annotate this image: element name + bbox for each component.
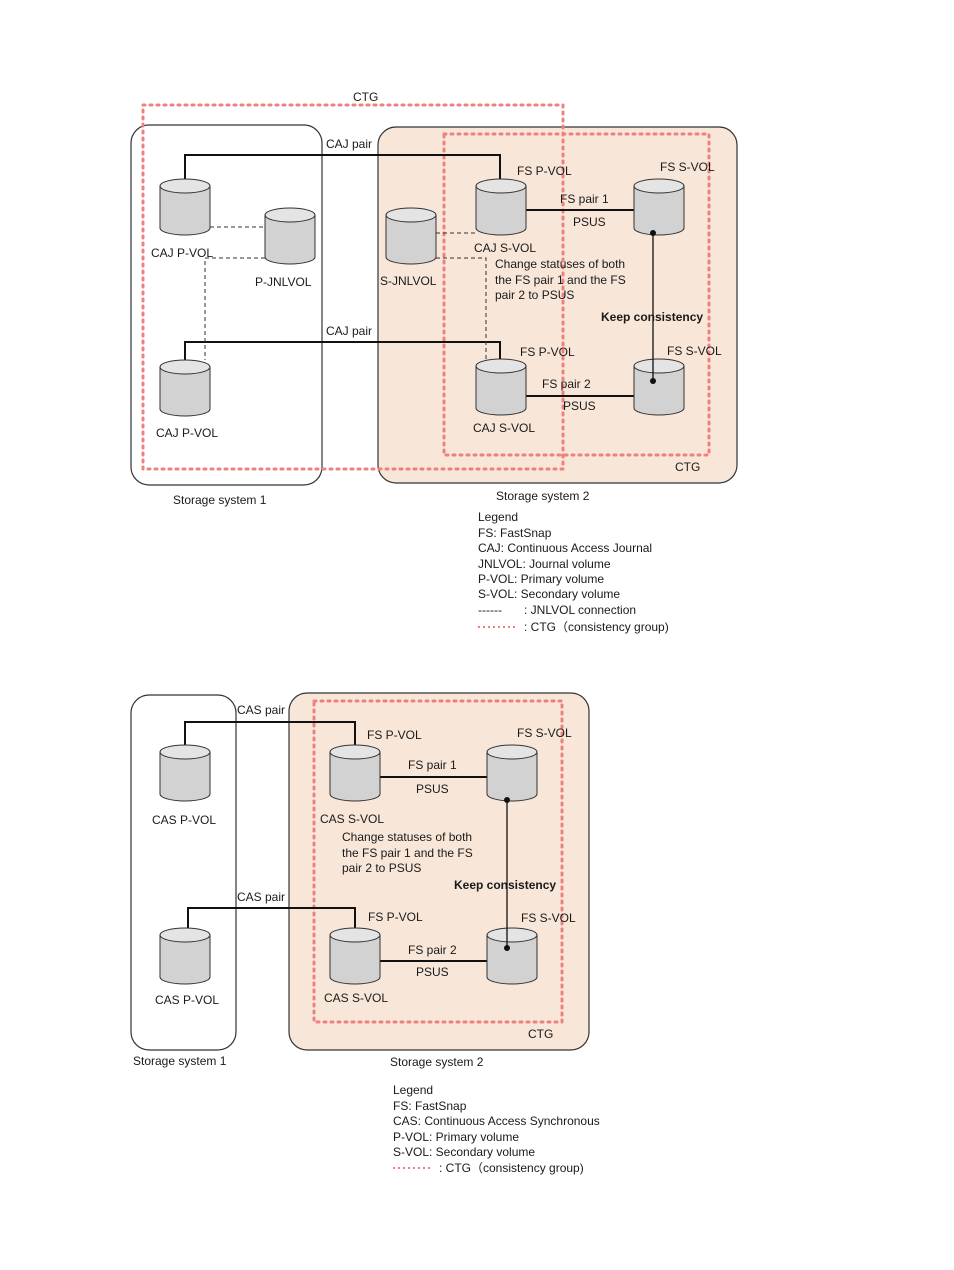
cas-pvol-1-cylinder xyxy=(159,744,211,802)
storage-system-1-box xyxy=(130,124,323,486)
cas-pvol-2-label: CAS P-VOL xyxy=(155,993,219,1007)
legend-item: S-VOL: Secondary volume xyxy=(393,1145,535,1159)
psus-2-label: PSUS xyxy=(563,399,596,413)
note-line: the FS pair 1 and the FS xyxy=(342,846,473,860)
note-line: Change statuses of both xyxy=(342,830,472,844)
cas-svol-1-cylinder xyxy=(329,744,381,802)
caj-pair-1-line xyxy=(184,154,501,180)
psus-1-label: PSUS xyxy=(573,215,606,229)
legend-2: Legend FS: FastSnap CAS: Continuous Acce… xyxy=(393,1083,600,1175)
note-line: pair 2 to PSUS xyxy=(495,288,574,302)
legend-1: Legend FS: FastSnap CAJ: Continuous Acce… xyxy=(478,510,669,634)
consistency-dot xyxy=(650,378,656,384)
fs-pair-2-label: FS pair 2 xyxy=(408,943,457,957)
cas-svol-2-cylinder xyxy=(329,927,381,985)
caj-pvol-2-cylinder xyxy=(159,359,211,417)
fs-pair-1-label: FS pair 1 xyxy=(560,192,609,206)
legend-item: FS: FastSnap xyxy=(393,1099,467,1113)
keep-consistency-label: Keep consistency xyxy=(601,310,703,324)
ctg-bottom-label: CTG xyxy=(675,460,700,474)
cas-pair-2-line xyxy=(187,907,356,930)
caj-pair-2-line xyxy=(184,341,501,360)
storage-system-2-label: Storage system 2 xyxy=(496,489,590,503)
fs-pvol-2-label: FS P-VOL xyxy=(520,345,575,359)
legend-item: : JNLVOL connection xyxy=(524,603,636,617)
legend-item: P-VOL: Primary volume xyxy=(393,1130,519,1144)
fs-svol-2-label: FS S-VOL xyxy=(667,344,722,358)
ctg-outline xyxy=(312,699,564,1024)
fs-svol-1-cylinder xyxy=(633,178,685,236)
caj-pair-1-label: CAJ pair xyxy=(326,137,372,151)
caj-pvol-1-label: CAJ P-VOL xyxy=(151,246,213,260)
legend-title: Legend xyxy=(393,1083,433,1097)
caj-pvol-1-cylinder xyxy=(159,178,211,236)
legend-item: CAS: Continuous Access Synchronous xyxy=(393,1114,600,1128)
cas-pvol-2-cylinder xyxy=(159,927,211,985)
note-line: Change statuses of both xyxy=(495,257,625,271)
s-jnlvol-label: S-JNLVOL xyxy=(380,274,437,288)
legend-jnl-swatch: ------ xyxy=(478,603,502,617)
jnl-connection xyxy=(204,257,265,360)
storage-system-1-label: Storage system 1 xyxy=(173,493,267,507)
psus-1-label: PSUS xyxy=(416,782,449,796)
storage-system-2-label: Storage system 2 xyxy=(390,1055,484,1069)
legend-item: : CTG（consistency group) xyxy=(524,620,669,634)
ctg-top-label: CTG xyxy=(353,90,378,104)
legend-item: P-VOL: Primary volume xyxy=(478,572,604,586)
caj-svol-1-label: CAJ S-VOL xyxy=(474,241,536,255)
psus-2-label: PSUS xyxy=(416,965,449,979)
diagram-cas: CAS pair CAS pair CAS P-VOL CAS P-VOL FS… xyxy=(130,692,600,1175)
cas-pvol-1-label: CAS P-VOL xyxy=(152,813,216,827)
ctg-outline-inner xyxy=(442,132,711,457)
caj-pair-2-label: CAJ pair xyxy=(326,324,372,338)
ctg-outline-large xyxy=(141,103,565,471)
caj-pvol-2-label: CAJ P-VOL xyxy=(156,426,218,440)
fs-pair-2-label: FS pair 2 xyxy=(542,377,591,391)
s-jnlvol-cylinder xyxy=(385,207,437,265)
legend-item: JNLVOL: Journal volume xyxy=(478,557,611,571)
fs-svol-1-label: FS S-VOL xyxy=(517,726,572,740)
fs-svol-1-label: FS S-VOL xyxy=(660,160,715,174)
fs-svol-2-label: FS S-VOL xyxy=(521,911,576,925)
note-line: pair 2 to PSUS xyxy=(342,861,421,875)
p-jnlvol-cylinder xyxy=(264,207,316,265)
legend-title: Legend xyxy=(478,510,518,524)
diagram-caj: CTG CAJ pair CAJ pair CAJ P-VOL P-JNLVOL… xyxy=(130,90,738,634)
jnl-connection xyxy=(436,257,487,360)
p-jnlvol-label: P-JNLVOL xyxy=(255,275,312,289)
cas-pair-1-line xyxy=(184,721,356,746)
caj-svol-1-cylinder xyxy=(475,178,527,236)
storage-system-1-box xyxy=(130,694,237,1051)
caj-svol-2-label: CAJ S-VOL xyxy=(473,421,535,435)
consistency-dot xyxy=(650,230,656,236)
cas-svol-1-label: CAS S-VOL xyxy=(320,812,384,826)
cas-pair-2-label: CAS pair xyxy=(237,890,285,904)
fs-svol-1-cylinder xyxy=(486,744,538,802)
fs-pvol-1-label: FS P-VOL xyxy=(517,164,572,178)
storage-system-1-label: Storage system 1 xyxy=(133,1054,227,1068)
fs-svol-2-cylinder xyxy=(486,927,538,985)
storage-system-2-box xyxy=(377,126,738,484)
legend-item: : CTG（consistency group) xyxy=(439,1161,584,1175)
keep-consistency-label: Keep consistency xyxy=(454,878,556,892)
legend-item: S-VOL: Secondary volume xyxy=(478,587,620,601)
cas-pair-1-label: CAS pair xyxy=(237,703,285,717)
fs-pvol-1-label: FS P-VOL xyxy=(367,728,422,742)
note-line: the FS pair 1 and the FS xyxy=(495,273,626,287)
consistency-dot xyxy=(504,945,510,951)
legend-item: FS: FastSnap xyxy=(478,526,552,540)
consistency-dot xyxy=(504,797,510,803)
legend-item: CAJ: Continuous Access Journal xyxy=(478,541,652,555)
fs-svol-2-cylinder xyxy=(633,358,685,416)
cas-svol-2-label: CAS S-VOL xyxy=(324,991,388,1005)
ctg-label: CTG xyxy=(528,1027,553,1041)
fs-pair-1-label: FS pair 1 xyxy=(408,758,457,772)
caj-svol-2-cylinder xyxy=(475,358,527,416)
fs-pvol-2-label: FS P-VOL xyxy=(368,910,423,924)
